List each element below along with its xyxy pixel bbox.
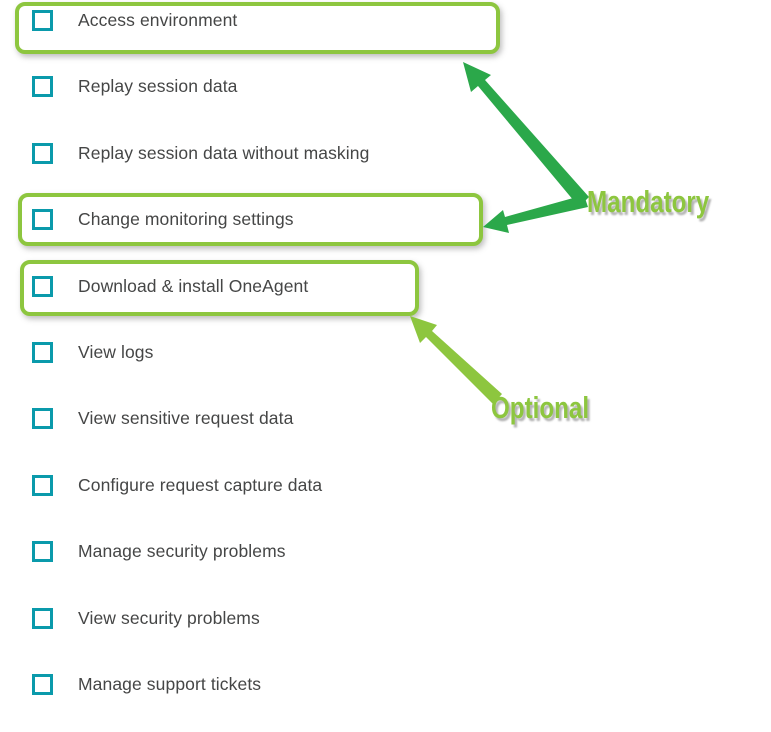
permission-label[interactable]: Replay session data without masking	[78, 142, 370, 163]
permission-row-manage-support-tickets[interactable]: Manage support tickets	[32, 663, 261, 705]
permission-row-view-sensitive-request-data[interactable]: View sensitive request data	[32, 397, 293, 439]
permission-label[interactable]: View logs	[78, 341, 154, 362]
checkbox-icon[interactable]	[32, 407, 53, 429]
permission-label[interactable]: View security problems	[78, 607, 260, 628]
permission-row-configure-request-capture-data[interactable]: Configure request capture data	[32, 464, 322, 506]
permission-row-access-environment[interactable]: Access environment	[32, 0, 237, 41]
checkbox-icon[interactable]	[32, 142, 53, 164]
permission-label[interactable]: Access environment	[78, 9, 238, 30]
permission-row-replay-session-data[interactable]: Replay session data	[32, 65, 238, 107]
permission-label[interactable]: Download & install OneAgent	[78, 275, 309, 296]
permission-row-change-monitoring-settings[interactable]: Change monitoring settings	[32, 198, 294, 240]
optional-annotation-text: Optional	[491, 390, 590, 425]
highlight-box-access-environment	[15, 2, 500, 54]
permission-label[interactable]: View sensitive request data	[78, 407, 294, 428]
permission-row-view-security-problems[interactable]: View security problems	[32, 597, 260, 639]
checkbox-icon[interactable]	[32, 208, 53, 230]
checkbox-icon[interactable]	[32, 474, 53, 496]
checkbox-icon[interactable]	[32, 275, 53, 297]
permission-checklist: Access environment Replay session data R…	[32, 0, 369, 705]
highlight-box-change-monitoring-settings	[18, 193, 483, 246]
mandatory-annotation-text: Mandatory	[587, 184, 710, 219]
permission-label[interactable]: Manage support tickets	[78, 673, 262, 694]
checkbox-icon[interactable]	[32, 9, 53, 31]
permission-row-manage-security-problems[interactable]: Manage security problems	[32, 530, 286, 572]
permission-label[interactable]: Replay session data	[78, 75, 238, 96]
permission-row-download-install-oneagent[interactable]: Download & install OneAgent	[32, 265, 308, 307]
checkbox-icon[interactable]	[32, 607, 53, 629]
permission-row-replay-session-data-without-masking[interactable]: Replay session data without masking	[32, 132, 369, 174]
highlight-box-download-install-oneagent	[20, 260, 419, 316]
permission-label[interactable]: Change monitoring settings	[78, 208, 294, 229]
permission-label[interactable]: Manage security problems	[78, 540, 286, 561]
checkbox-icon[interactable]	[32, 540, 53, 562]
checkbox-icon[interactable]	[32, 673, 53, 695]
checkbox-icon[interactable]	[32, 341, 53, 363]
checkbox-icon[interactable]	[32, 75, 53, 97]
permission-label[interactable]: Configure request capture data	[78, 474, 323, 495]
permission-row-view-logs[interactable]: View logs	[32, 331, 153, 373]
